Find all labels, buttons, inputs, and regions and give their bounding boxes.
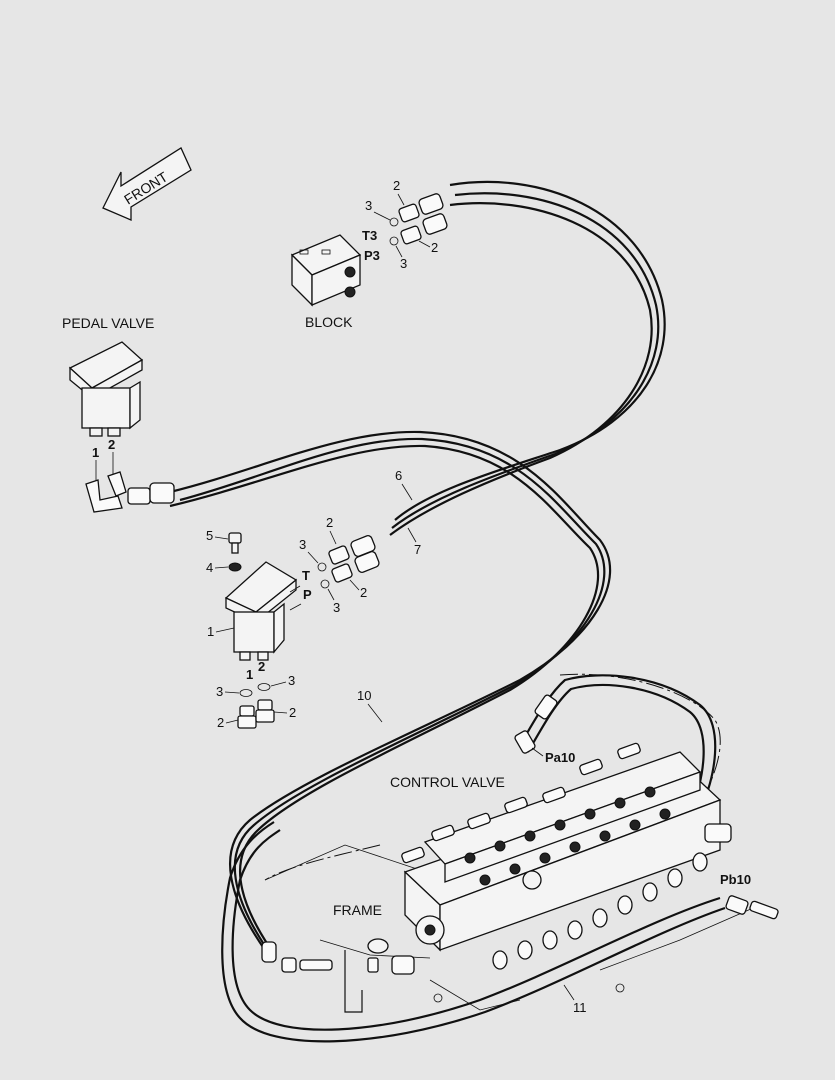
block-fitting-upper — [389, 193, 444, 227]
pb10-fitting: Pb10 — [720, 872, 779, 920]
frame-label: FRAME — [333, 902, 382, 918]
callout-bottom-fitting-left: 2 — [217, 715, 224, 730]
port-p-label: P — [303, 587, 312, 602]
callout-bottom-oring-left: 3 — [216, 684, 223, 699]
callout-hose-7: 7 — [414, 542, 421, 557]
bottom-oring-right — [257, 683, 271, 691]
callout-pedal-valve-body: 1 — [207, 624, 214, 639]
valve-port-2-label: 2 — [258, 659, 265, 674]
callout-valve-oring-lower: 3 — [333, 600, 340, 615]
port-pa10-label: Pa10 — [545, 750, 575, 765]
bolt — [228, 532, 242, 554]
pa10-fitting: Pa10 — [514, 694, 575, 765]
hose-callouts: 6 7 10 11 — [357, 468, 587, 1015]
callout-valve-fitting-upper: 2 — [326, 515, 333, 530]
port-t-label: T — [302, 568, 310, 583]
port-p3-label: P3 — [364, 248, 380, 263]
pedal-port-1-label: 1 — [92, 445, 99, 460]
pedal-valve-exploded: 5 4 1 T P 1 2 2 3 2 — [206, 515, 380, 730]
control-valve-label: CONTROL VALVE — [390, 774, 505, 790]
callout-bottom-fitting-right: 2 — [289, 705, 296, 720]
bottom-fitting-left — [237, 705, 257, 729]
callout-bolt: 5 — [206, 528, 213, 543]
valve-ports — [464, 786, 671, 886]
callout-hose-11: 11 — [573, 1000, 587, 1015]
front-arrow: FRONT — [102, 147, 192, 221]
top-pilot-fittings — [401, 742, 641, 864]
block-label: BLOCK — [305, 314, 353, 330]
callout-valve-fitting-lower: 2 — [360, 585, 367, 600]
valve-sections — [423, 751, 702, 883]
side-pilot-fittings — [492, 823, 732, 970]
frame-outline — [264, 673, 761, 1011]
callout-bottom-oring-right: 3 — [288, 673, 295, 688]
pedal-valve-label: PEDAL VALVE — [62, 315, 154, 331]
control-valve: CONTROL VALVE — [390, 742, 732, 970]
pedal-valve-upper: PEDAL VALVE 1 2 — [62, 315, 175, 513]
callout-hose-6: 6 — [395, 468, 402, 483]
callout-valve-oring-upper: 3 — [299, 537, 306, 552]
bottom-fitting-right — [255, 699, 275, 723]
pedal-port-2-label: 2 — [108, 437, 115, 452]
bottom-oring-left — [239, 689, 253, 697]
valve-port-1-label: 1 — [246, 667, 253, 682]
callout-block-oring-upper: 3 — [365, 198, 372, 213]
callout-block-fitting-lower: 2 — [431, 240, 438, 255]
hose-routing — [169, 180, 726, 1043]
callout-hose-10: 10 — [357, 688, 371, 703]
callout-block-oring-lower: 3 — [400, 256, 407, 271]
hose-11-fittings — [261, 938, 415, 1013]
callout-block-fitting-upper: 2 — [393, 178, 400, 193]
block-assembly: BLOCK T3 P3 2 3 2 3 — [290, 178, 448, 330]
callout-washer: 4 — [206, 560, 213, 575]
port-t3-label: T3 — [362, 228, 377, 243]
block-fitting-lower — [389, 213, 448, 246]
valve-fitting-lower — [320, 551, 380, 589]
washer — [228, 562, 242, 572]
valve-fitting-upper — [317, 535, 376, 572]
port-pb10-label: Pb10 — [720, 872, 751, 887]
